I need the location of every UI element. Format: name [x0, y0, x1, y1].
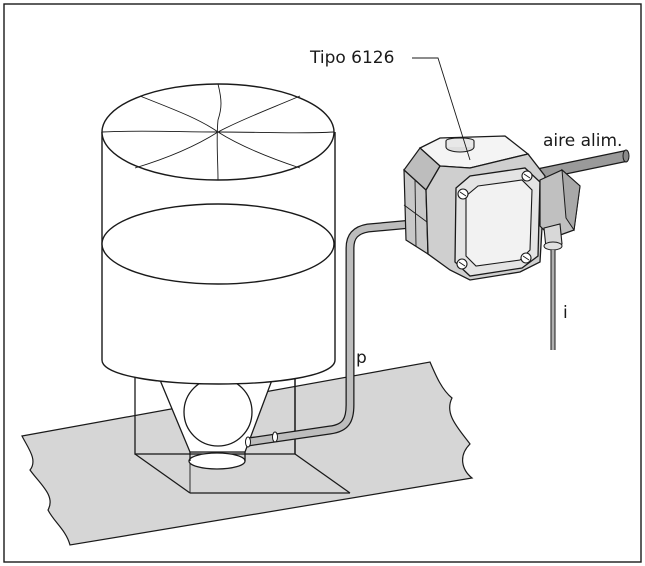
device-type-label: Tipo 6126 — [309, 48, 394, 68]
device-leader-line — [412, 57, 471, 161]
pressure-label: p — [356, 348, 367, 368]
outer-border — [3, 3, 642, 563]
transducer-device — [403, 135, 581, 350]
liquid-level — [101, 203, 335, 285]
silo-hopper — [159, 377, 273, 470]
signal-label: i — [563, 303, 568, 323]
electrical-connector — [539, 168, 581, 251]
cover-screws — [456, 170, 533, 270]
supply-air-label: aire alim. — [543, 131, 622, 151]
silo-tank — [101, 83, 336, 385]
